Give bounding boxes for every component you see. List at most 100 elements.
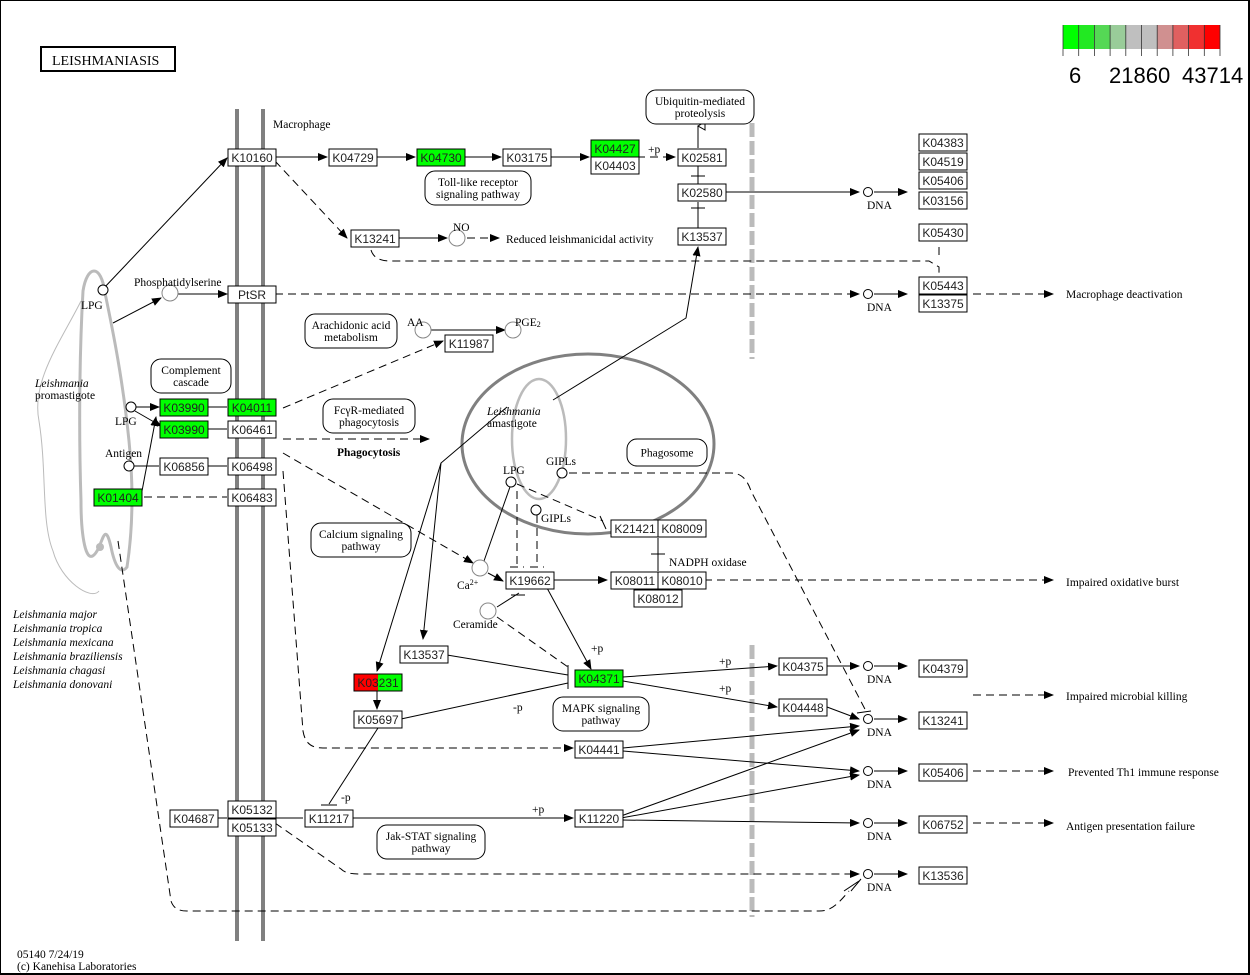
gene-k08011[interactable]: K08011 (610, 571, 660, 590)
gene-k04379[interactable]: K04379 (918, 659, 968, 678)
gene-k13241[interactable]: K13241 (918, 711, 968, 730)
gene-label: K04519 (922, 155, 964, 169)
gene-k03990[interactable]: K03990 (159, 420, 209, 439)
pathway-label: MAPK signaling (562, 703, 641, 715)
gene-k02581[interactable]: K02581 (677, 148, 727, 167)
promastigote-label-2: promastigote (35, 390, 95, 402)
lpg-compound[interactable] (97, 284, 109, 296)
phagosome-outline (460, 352, 716, 536)
gene-k13537[interactable]: K13537 (399, 645, 449, 664)
gene-k05430[interactable]: K05430 (918, 223, 968, 242)
gene-label: K08012 (637, 592, 679, 606)
gene-label: K05443 (922, 279, 964, 293)
pathway-link[interactable]: Phagosome (626, 438, 708, 467)
gene-k04371[interactable]: K04371 (574, 669, 624, 688)
gene-label: K21421 (614, 522, 656, 536)
map-title: LEISHMANIASIS (40, 46, 176, 72)
gipls-compound-2[interactable] (530, 504, 542, 516)
dna-node[interactable] (863, 766, 873, 776)
gipls-compound[interactable] (556, 467, 568, 479)
gene-k08012[interactable]: K08012 (633, 589, 683, 608)
gene-k02580[interactable]: K02580 (677, 183, 727, 202)
gene-k05133[interactable]: K05133 (227, 818, 277, 837)
gene-label: K13241 (354, 232, 396, 246)
gene-k04687[interactable]: K04687 (169, 809, 219, 828)
gene-label: K05430 (922, 226, 964, 240)
lpg-amastigote-compound[interactable] (505, 476, 517, 488)
dna-node[interactable] (863, 818, 873, 828)
gene-label: K01404 (97, 491, 139, 505)
gene-k19662[interactable]: K19662 (505, 571, 555, 590)
gene-k05406[interactable]: K05406 (918, 171, 968, 190)
pge2-compound[interactable] (504, 321, 522, 339)
gene-label: K04427 (594, 142, 636, 156)
gene-k06752[interactable]: K06752 (918, 815, 968, 834)
pathway-label: Jak-STAT signaling (386, 831, 477, 843)
gene-k11217[interactable]: K11217 (304, 809, 354, 828)
gene-k04519[interactable]: K04519 (918, 152, 968, 171)
dna-node[interactable] (863, 869, 873, 879)
gene-k06856[interactable]: K06856 (159, 457, 209, 476)
gene-k03231[interactable]: K03231 (353, 673, 403, 692)
gene-label: K03156 (922, 194, 964, 208)
gene-k04427[interactable]: K04427 (590, 139, 640, 158)
gene-label: K13537 (681, 230, 723, 244)
dna-node[interactable] (863, 714, 873, 724)
ceramide-compound[interactable] (479, 602, 497, 620)
gene-k04383[interactable]: K04383 (918, 133, 968, 152)
gene-k04403[interactable]: K04403 (590, 156, 640, 175)
gene-label: K02580 (681, 186, 723, 200)
gene-ptsr[interactable]: PtSR (227, 285, 277, 304)
gene-k06498[interactable]: K06498 (227, 457, 277, 476)
gene-k06461[interactable]: K06461 (227, 420, 277, 439)
dna-node[interactable] (863, 661, 873, 671)
gene-label: K11987 (449, 337, 490, 351)
legend-swatch (1125, 25, 1142, 49)
species-label: Leishmania braziliensis (12, 651, 123, 663)
gene-k11220[interactable]: K11220 (574, 809, 624, 828)
gene-k05406[interactable]: K05406 (918, 763, 968, 782)
gene-k10160[interactable]: K10160 (227, 148, 277, 167)
gene-k05132[interactable]: K05132 (227, 800, 277, 819)
calcium-compound[interactable] (471, 559, 489, 577)
dna-node[interactable] (863, 187, 873, 197)
gene-k13537[interactable]: K13537 (677, 227, 727, 246)
dna-node[interactable] (863, 289, 873, 299)
gene-k04441[interactable]: K04441 (574, 740, 624, 759)
gene-k21421[interactable]: K21421 (610, 519, 660, 538)
gene-k04729[interactable]: K04729 (328, 148, 378, 167)
gene-k13241[interactable]: K13241 (350, 229, 400, 248)
gene-k04730[interactable]: K04730 (416, 148, 466, 167)
gene-k03175[interactable]: K03175 (502, 148, 552, 167)
gene-k08009[interactable]: K08009 (657, 519, 707, 538)
gene-label: K03175 (506, 151, 548, 165)
gene-k05697[interactable]: K05697 (353, 710, 403, 729)
gene-k05443[interactable]: K05443 (918, 276, 968, 295)
gene-k04375[interactable]: K04375 (778, 657, 828, 676)
gene-k06483[interactable]: K06483 (227, 488, 277, 507)
phosphatidylserine-compound[interactable] (161, 284, 179, 302)
phosphatidylserine-label: Phosphatidylserine (134, 277, 222, 289)
gene-k11987[interactable]: K11987 (444, 334, 494, 353)
gene-k13536[interactable]: K13536 (918, 866, 968, 885)
gene-k01404[interactable]: K01404 (93, 488, 143, 507)
gene-k03156[interactable]: K03156 (918, 191, 968, 210)
aa-compound[interactable] (414, 321, 432, 339)
gene-k04011[interactable]: K04011 (227, 398, 277, 417)
gene-k08010[interactable]: K08010 (657, 571, 707, 590)
gene-k13375[interactable]: K13375 (918, 294, 968, 313)
gene-k03990[interactable]: K03990 (159, 398, 209, 417)
lpg-compound-2[interactable] (125, 401, 137, 413)
no-compound[interactable] (448, 229, 466, 247)
antigen-compound[interactable] (123, 460, 135, 472)
gene-label: K06856 (163, 460, 205, 474)
gene-k04448[interactable]: K04448 (778, 698, 828, 717)
